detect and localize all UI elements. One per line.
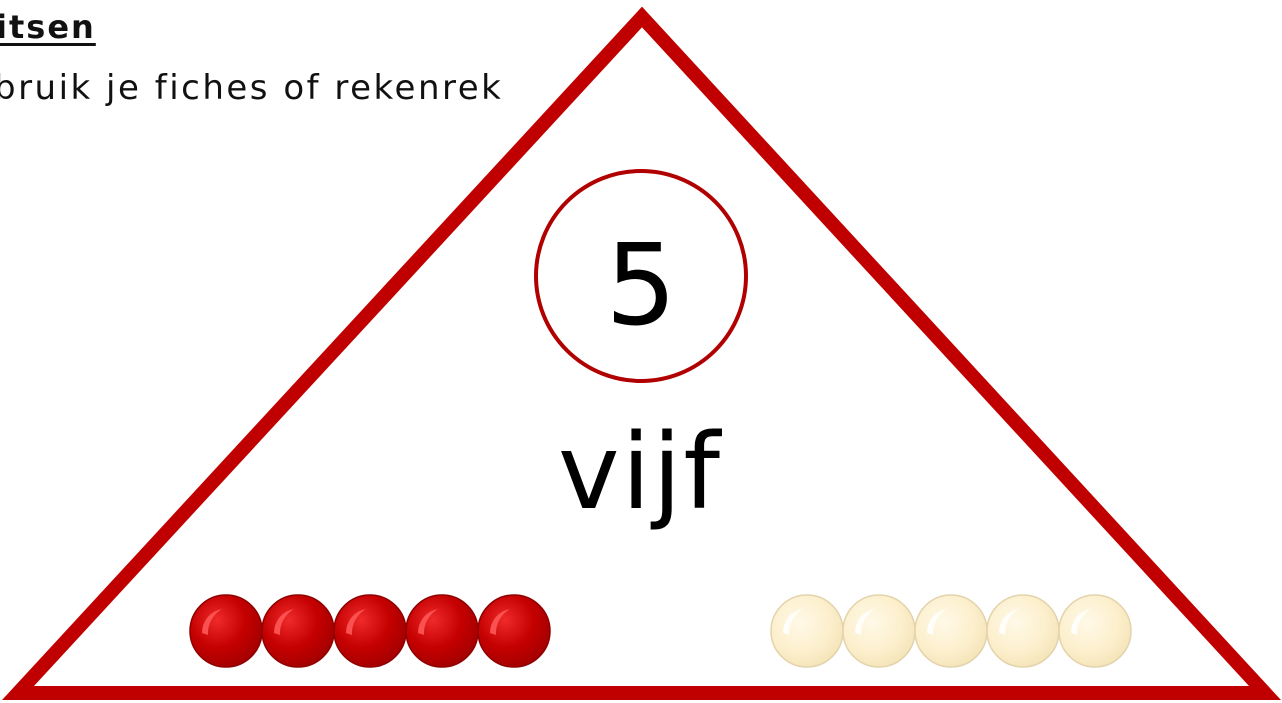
- red-bead-group: [189, 594, 551, 668]
- number-word: vijf: [558, 411, 722, 533]
- cream-bead: [1058, 594, 1132, 668]
- cream-bead: [914, 594, 988, 668]
- page-title: itsen: [0, 8, 96, 46]
- number-digit: 5: [605, 221, 676, 351]
- cream-bead: [842, 594, 916, 668]
- red-bead: [477, 594, 551, 668]
- red-bead: [405, 594, 479, 668]
- red-bead: [333, 594, 407, 668]
- number-circle: [534, 169, 748, 383]
- cream-bead-group: [770, 594, 1132, 668]
- red-bead: [261, 594, 335, 668]
- red-bead: [189, 594, 263, 668]
- cream-bead: [986, 594, 1060, 668]
- instruction-text: bruik je fiches of rekenrek: [0, 68, 504, 108]
- cream-bead: [770, 594, 844, 668]
